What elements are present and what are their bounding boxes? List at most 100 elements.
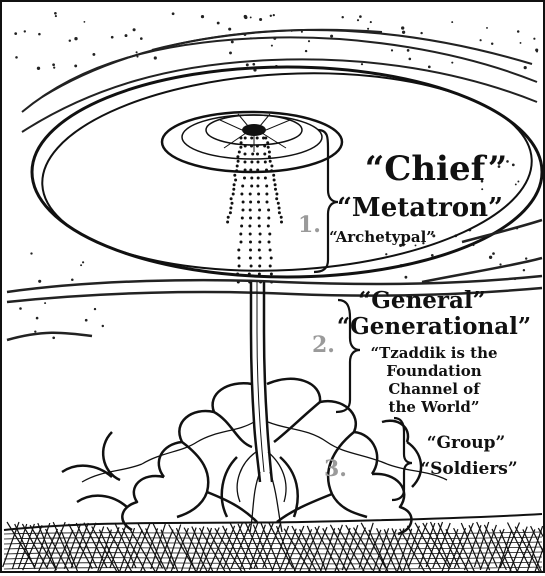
stipple-dot xyxy=(92,53,95,56)
channel-dot xyxy=(259,257,262,260)
channel-dot xyxy=(274,188,277,191)
stipple-dot xyxy=(536,50,538,52)
stipple-dot xyxy=(515,183,517,185)
level1-title: “Chief” xyxy=(365,149,508,189)
hatch-line xyxy=(153,524,174,569)
stipple-dot xyxy=(231,40,234,43)
stipple-dot xyxy=(55,15,57,17)
stipple-dot xyxy=(330,35,333,38)
channel-dot xyxy=(258,241,261,244)
channel-dot xyxy=(265,169,268,172)
stipple-dot xyxy=(517,181,519,183)
ground-hatching xyxy=(3,522,543,571)
channel-dot xyxy=(258,209,261,212)
channel-dot xyxy=(267,146,270,149)
channel-dot xyxy=(244,137,247,140)
channel-dot xyxy=(238,151,241,154)
channel-dot xyxy=(267,209,270,212)
stipple-dot xyxy=(94,308,96,310)
channel-dot xyxy=(265,185,268,188)
stipple-dot xyxy=(136,51,138,53)
channel-dot xyxy=(267,225,270,228)
channel-dot xyxy=(258,217,261,220)
stipple-dot xyxy=(133,28,136,31)
stipple-dot xyxy=(402,31,405,34)
channel-dot xyxy=(249,233,252,236)
stipple-dot xyxy=(520,42,522,44)
level3-number: 3. xyxy=(324,456,347,482)
stipple-dot xyxy=(228,28,231,31)
stipple-dot xyxy=(305,50,307,52)
stipple-dot xyxy=(357,19,359,21)
channel-dot xyxy=(269,160,272,163)
channel-dot xyxy=(249,249,252,252)
channel-dot xyxy=(256,153,259,156)
stipple-dot xyxy=(71,278,74,281)
stipple-dot xyxy=(30,252,32,254)
channel-dot xyxy=(238,265,241,268)
stipple-dot xyxy=(19,307,22,310)
channel-dot xyxy=(269,265,272,268)
channel-dot xyxy=(266,201,269,204)
channel-dot xyxy=(237,249,240,252)
channel-dot xyxy=(263,145,266,148)
stipple-dot xyxy=(15,56,18,59)
level1-number: 1. xyxy=(298,212,321,238)
channel-dot xyxy=(272,174,275,177)
stipple-dot xyxy=(111,36,114,39)
stipple-dot xyxy=(52,336,55,339)
channel-dot xyxy=(229,211,232,214)
channel-dot xyxy=(256,145,259,148)
channel-dot xyxy=(280,221,283,224)
channel-dot xyxy=(258,225,261,228)
channel-dot xyxy=(275,193,278,196)
stipple-dot xyxy=(54,12,57,15)
channel-dot xyxy=(249,217,252,220)
channel-dot xyxy=(264,161,267,164)
stipple-dot xyxy=(533,38,535,40)
level2-subtitle: “Generational” xyxy=(337,313,531,340)
stipple-dot xyxy=(451,62,453,64)
stipple-dot xyxy=(270,15,272,17)
channel-dot xyxy=(236,165,239,168)
stipple-dot xyxy=(428,66,431,69)
stipple-dot xyxy=(486,27,488,29)
channel-dot xyxy=(266,141,269,144)
channel-dot xyxy=(257,201,260,204)
center-spot xyxy=(220,114,290,152)
stipple-dot xyxy=(102,325,104,327)
channel-dot xyxy=(233,183,236,186)
channel-dot xyxy=(267,217,270,220)
channel-dot xyxy=(274,183,277,186)
channel-dot xyxy=(265,193,268,196)
channel-dot xyxy=(257,177,260,180)
stipple-dot xyxy=(74,64,77,67)
channel-dot xyxy=(240,137,243,140)
channel-dot xyxy=(232,193,235,196)
channel-dot xyxy=(248,273,251,276)
stipple-dot xyxy=(401,26,404,29)
channel-dot xyxy=(249,169,252,172)
channel-dot xyxy=(257,161,260,164)
hatch-line xyxy=(119,528,134,571)
stipple-dot xyxy=(217,22,220,25)
brace-1 xyxy=(314,130,338,272)
channel-dot xyxy=(270,257,273,260)
stipple-dot xyxy=(38,280,41,283)
stipple-dot xyxy=(517,30,520,33)
stipple-dot xyxy=(431,254,434,257)
stipple-dot xyxy=(451,21,453,23)
hatch-line xyxy=(84,523,107,568)
stipple-dot xyxy=(420,32,422,34)
stipple-dot xyxy=(125,34,128,37)
channel-dot xyxy=(268,241,271,244)
channel-dot xyxy=(249,193,252,196)
stipple-dot xyxy=(367,28,369,30)
channel-dot xyxy=(268,233,271,236)
channel-dot xyxy=(230,197,233,200)
channel-dot xyxy=(236,273,239,276)
channel-dot xyxy=(239,146,242,149)
level2-number: 2. xyxy=(312,332,335,358)
channel-dot xyxy=(269,249,272,252)
